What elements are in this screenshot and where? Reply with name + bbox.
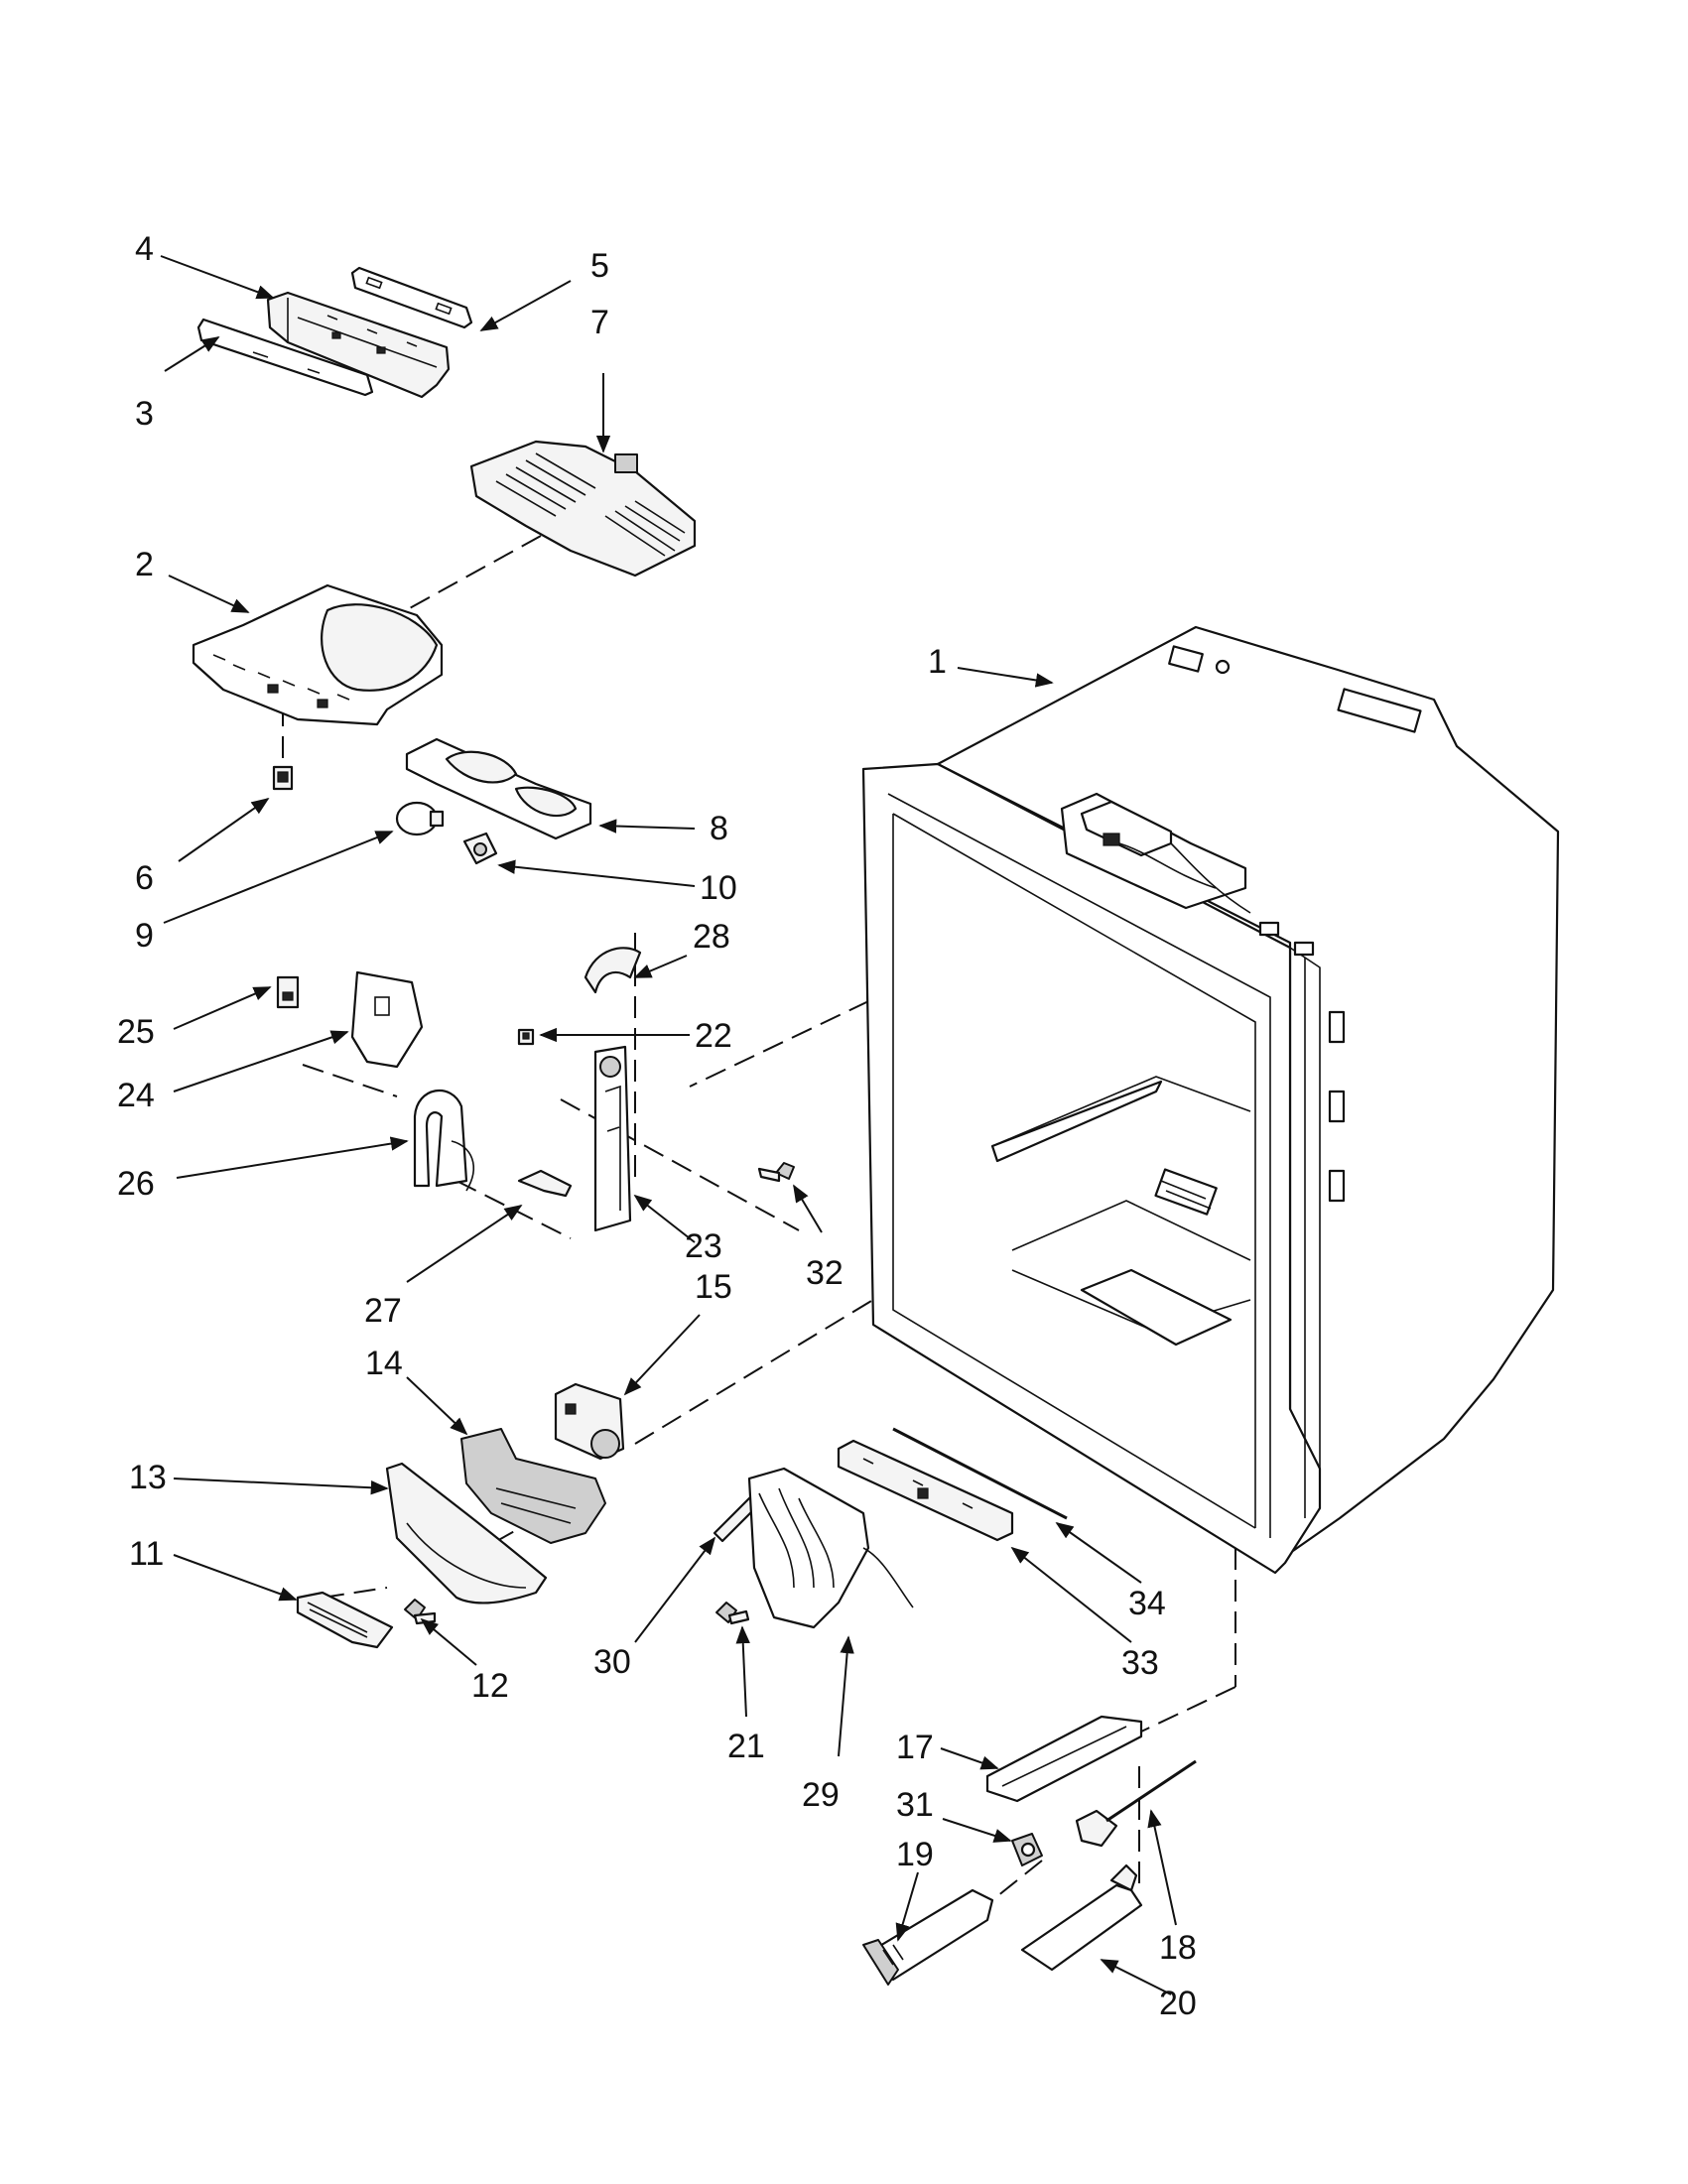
- screw-part-21: [715, 1602, 750, 1625]
- heater-part-29: [747, 1467, 914, 1629]
- screw-part-12: [404, 1599, 437, 1625]
- motor-part-15: [554, 1382, 625, 1461]
- callout-14: 14: [365, 1345, 403, 1382]
- housing-part-23: [593, 1045, 632, 1232]
- bracket-part-5: [350, 266, 473, 329]
- callout-8: 8: [710, 810, 728, 847]
- callout-24: 24: [117, 1077, 155, 1114]
- callout-27: 27: [364, 1292, 402, 1330]
- callout-18: 18: [1159, 1929, 1197, 1967]
- callout-2: 2: [135, 546, 154, 583]
- bulb-part-9: [395, 801, 445, 836]
- air-diffuser-part-7: [469, 440, 697, 578]
- liner-part-1: [861, 625, 1560, 1575]
- callout-21: 21: [727, 1728, 765, 1765]
- callout-3: 3: [135, 395, 154, 433]
- filter-part-19: [862, 1888, 994, 1986]
- clip-part-22: [517, 1028, 535, 1046]
- bracket-part-17: [985, 1715, 1143, 1803]
- callout-13: 13: [129, 1459, 167, 1496]
- callout-7: 7: [590, 304, 609, 341]
- rail-part-33: [837, 1439, 1014, 1542]
- callout-25: 25: [117, 1013, 155, 1051]
- housing-part-14: [460, 1428, 606, 1544]
- callout-9: 9: [135, 917, 154, 955]
- socket-part-10: [462, 832, 498, 865]
- bracket-part-24: [350, 970, 424, 1069]
- callout-29: 29: [802, 1776, 840, 1814]
- callout-labels: 4 5 7 3 2 1 6 8 10 9 28 25 22 24 26 23 3…: [117, 230, 1197, 2022]
- switch-part-6: [272, 765, 294, 791]
- callout-15: 15: [695, 1268, 732, 1306]
- callout-30: 30: [593, 1643, 631, 1681]
- callout-1: 1: [928, 643, 947, 681]
- rod-part-34: [892, 1427, 1068, 1520]
- callout-10: 10: [700, 869, 737, 907]
- callout-26: 26: [117, 1165, 155, 1203]
- connector-part-18: [1075, 1759, 1197, 1848]
- callout-33: 33: [1121, 1644, 1159, 1682]
- callout-19: 19: [896, 1836, 934, 1873]
- callout-28: 28: [693, 918, 730, 956]
- callout-22: 22: [695, 1017, 732, 1055]
- bezel-part-13: [385, 1462, 548, 1605]
- control-housing-part-4: [266, 291, 451, 399]
- control-cover-part-2: [192, 583, 444, 726]
- leader-arrows: [160, 255, 1177, 1995]
- valve-part-31: [1011, 1833, 1043, 1866]
- callout-23: 23: [685, 1227, 722, 1265]
- cover-part-28: [584, 947, 642, 994]
- grille-part-11: [296, 1591, 394, 1649]
- lamp-housing-part-8: [405, 737, 592, 840]
- callout-5: 5: [590, 247, 609, 285]
- screw-part-32: [757, 1162, 795, 1183]
- callout-34: 34: [1128, 1585, 1166, 1622]
- callout-12: 12: [471, 1667, 509, 1705]
- callout-6: 6: [135, 859, 154, 897]
- tube-part-26: [413, 1089, 475, 1192]
- callout-4: 4: [135, 230, 154, 268]
- module-part-25: [276, 975, 300, 1009]
- callout-11: 11: [129, 1535, 164, 1573]
- callout-31: 31: [896, 1786, 934, 1824]
- callout-20: 20: [1159, 1985, 1197, 2022]
- callout-17: 17: [896, 1729, 934, 1766]
- cover-part-20: [1020, 1863, 1143, 1972]
- callout-32: 32: [806, 1254, 844, 1292]
- clip-part-27: [517, 1169, 573, 1198]
